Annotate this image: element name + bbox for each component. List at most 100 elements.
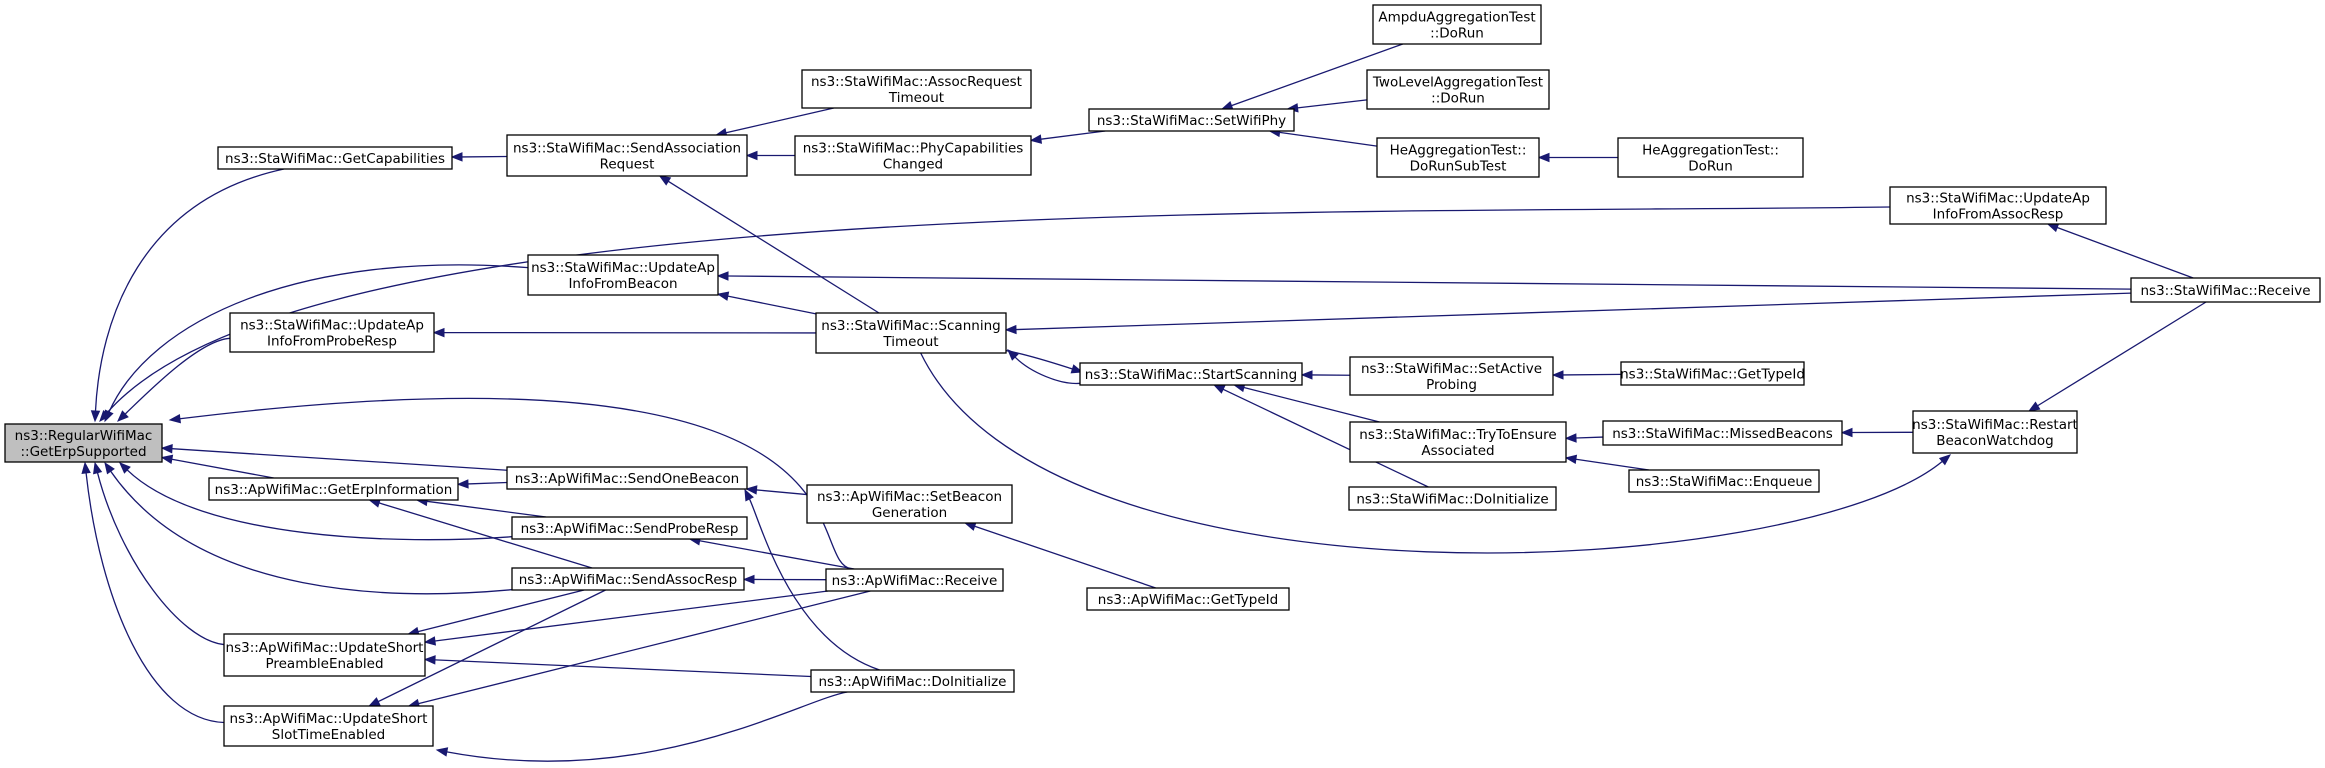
edge-sta_updbeacon-to-root — [108, 264, 529, 413]
node-ap-updslot[interactable]: ns3::ApWifiMac::UpdateShortSlotTimeEnabl… — [223, 705, 434, 747]
node-label-line: DoRunSubTest — [1410, 159, 1507, 175]
node-ap-sendprobe[interactable]: ns3::ApWifiMac::SendProbeResp — [511, 516, 748, 540]
node-box — [1628, 469, 1820, 493]
node-ap-doinit[interactable]: ns3::ApWifiMac::DoInitialize — [810, 669, 1015, 693]
node-box — [511, 567, 745, 591]
node-ap-receive[interactable]: ns3::ApWifiMac::Receive — [825, 568, 1004, 592]
node-label-line: ns3::ApWifiMac::UpdateShort — [230, 711, 428, 727]
arrowhead-ap_geterp-to-root — [160, 454, 174, 465]
node-sta-receive[interactable]: ns3::StaWifiMac::Receive — [2130, 277, 2321, 303]
edge-sta_tryensure-to-sta_startscan — [1243, 386, 1380, 423]
edge-sta_receive-to-sta_scantimeout — [1015, 292, 2132, 331]
node-ap-sendone[interactable]: ns3::ApWifiMac::SendOneBeacon — [506, 466, 748, 490]
node-sta-updassocresp[interactable]: ns3::StaWifiMac::UpdateApInfoFromAssocRe… — [1889, 186, 2107, 225]
node-box — [223, 633, 426, 677]
node-label-line: ::GetErpSupported — [20, 444, 146, 460]
node-label-line: Generation — [872, 505, 947, 521]
arrowhead-sta_restart-to-sta_missed — [1840, 427, 1853, 438]
node-label-line: Timeout — [882, 334, 938, 350]
node-he-subtest[interactable]: HeAggregationTest::DoRunSubTest — [1376, 137, 1540, 178]
node-ampdu[interactable]: AmpduAggregationTest::DoRun — [1372, 4, 1542, 45]
node-label-line: ns3::StaWifiMac::AssocRequest — [811, 74, 1022, 90]
edge-ap_geterp-to-root — [171, 458, 274, 479]
node-ap-gettypeid[interactable]: ns3::ApWifiMac::GetTypeId — [1086, 587, 1290, 611]
arrowhead-ap_doinit-to-ap_sendone — [744, 488, 754, 502]
node-label-line: ns3::StaWifiMac::UpdateAp — [240, 318, 424, 334]
node-sta-enqueue[interactable]: ns3::StaWifiMac::Enqueue — [1628, 469, 1820, 493]
node-box — [217, 146, 453, 170]
node-label-line: ::DoRun — [1430, 26, 1484, 42]
node-root[interactable]: ns3::RegularWifiMac::GetErpSupported — [4, 423, 163, 463]
arrowhead-sta_sendassoc-to-sta_getcap — [450, 152, 463, 162]
node-box — [229, 312, 435, 353]
edge-ap_sendassoc-to-ap_updslot — [377, 589, 606, 703]
node-sta-gettypeid[interactable]: ns3::StaWifiMac::GetTypeId — [1620, 361, 1805, 386]
edge-ap_sendassoc-to-ap_updpreamble — [417, 589, 585, 633]
edge-sta_gettypeid-to-sta_setactive — [1562, 373, 1622, 376]
node-box — [810, 669, 1015, 693]
node-box — [1086, 587, 1290, 611]
node-label-line: ns3::StaWifiMac::DoInitialize — [1356, 492, 1548, 508]
node-label-line: ns3::StaWifiMac::UpdateAp — [531, 260, 715, 276]
edge-ap_gettypeid-to-ap_setbeacon — [974, 525, 1156, 589]
node-ap-sendassoc[interactable]: ns3::ApWifiMac::SendAssocResp — [511, 567, 745, 591]
node-label-line: ns3::StaWifiMac::MissedBeacons — [1612, 426, 1833, 442]
arrowhead-sta_receive-to-sta_updassocresp — [2046, 223, 2060, 233]
edge-sta_missed-to-sta_tryensure — [1575, 436, 1604, 439]
node-sta-startscan[interactable]: ns3::StaWifiMac::StartScanning — [1079, 362, 1303, 386]
edge-ap_sendassoc-to-root — [110, 470, 513, 595]
arrowhead-ap_sendone-to-ap_geterp — [456, 479, 469, 489]
arrowhead-ap_sendone-to-root — [160, 444, 173, 454]
node-sta-updprobe[interactable]: ns3::StaWifiMac::UpdateApInfoFromProbeRe… — [229, 312, 435, 353]
edge-ap_doinit-to-ap_updslot — [446, 691, 848, 762]
node-box — [806, 484, 1013, 524]
edge-ap_receive-to-root — [179, 397, 852, 570]
node-sta-missed[interactable]: ns3::StaWifiMac::MissedBeacons — [1602, 420, 1843, 446]
node-label-line: ns3::ApWifiMac::DoInitialize — [819, 674, 1007, 690]
node-sta-doinit[interactable]: ns3::StaWifiMac::DoInitialize — [1348, 486, 1557, 511]
node-label-line: Request — [600, 157, 655, 173]
arrowhead-sta_updbeacon-to-root — [104, 409, 114, 423]
node-label-line: ns3::ApWifiMac::GetTypeId — [1098, 592, 1278, 608]
node-box — [1620, 361, 1805, 386]
node-label-line: Probing — [1426, 377, 1477, 393]
node-label-line: PreambleEnabled — [265, 656, 383, 672]
node-box — [208, 477, 459, 501]
edge-sta_receive-to-sta_updassocresp — [2056, 226, 2194, 279]
node-label-line: Associated — [1421, 443, 1494, 459]
arrowhead-ap_setbeacon-to-ap_sendone — [745, 485, 758, 495]
node-he-dorun[interactable]: HeAggregationTest::DoRun — [1617, 137, 1804, 178]
arrowhead-sta_getcap-to-root — [90, 410, 101, 423]
node-box — [1079, 362, 1303, 386]
node-ap-updpreamble[interactable]: ns3::ApWifiMac::UpdateShortPreambleEnabl… — [223, 633, 426, 677]
edges-layer — [81, 43, 2207, 762]
arrowhead-sta_missed-to-sta_tryensure — [1564, 433, 1577, 443]
node-box — [794, 135, 1032, 176]
node-box — [506, 466, 748, 490]
node-label-line: ns3::ApWifiMac::SendProbeResp — [521, 521, 739, 537]
node-box — [2130, 277, 2321, 303]
node-label-line: TwoLevelAggregationTest — [1372, 75, 1543, 91]
edge-ap_setbeacon-to-ap_sendone — [756, 489, 808, 496]
edge-sta_updprobe-to-root — [124, 337, 231, 415]
node-sta-setwifiphy[interactable]: ns3::StaWifiMac::SetWifiPhy — [1088, 108, 1295, 132]
node-sta-getcap[interactable]: ns3::StaWifiMac::GetCapabilities — [217, 146, 453, 170]
arrowhead-sta_updprobe-to-root — [117, 410, 129, 422]
node-label-line: ns3::StaWifiMac::StartScanning — [1085, 367, 1297, 383]
node-twolevel[interactable]: TwoLevelAggregationTest::DoRun — [1366, 69, 1550, 110]
arrowhead-sta_receive-to-sta_restart — [2027, 401, 2041, 412]
node-ap-geterp[interactable]: ns3::ApWifiMac::GetErpInformation — [208, 477, 459, 501]
edge-sta_receive-to-sta_updbeacon — [727, 275, 2132, 290]
arrowhead-sta_scantimeout-to-sta_updprobe — [432, 327, 445, 338]
arrowhead-ap_receive-to-ap_updpreamble — [423, 636, 437, 646]
